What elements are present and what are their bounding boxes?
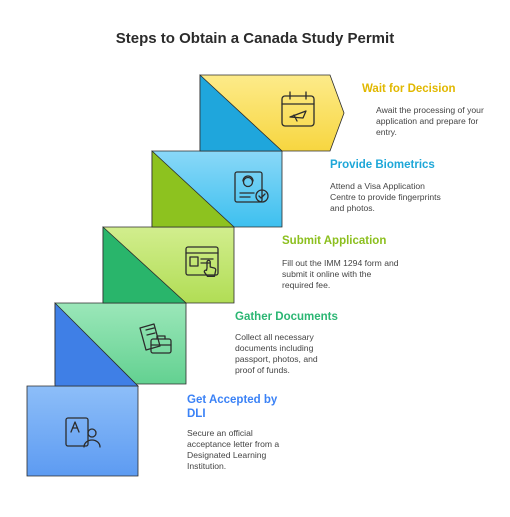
step-block-wait-for-decision xyxy=(199,74,345,152)
step-block-provide-biometrics xyxy=(151,150,283,228)
step-block-submit-application xyxy=(102,226,235,304)
step-title-wait-for-decision: Wait for Decision xyxy=(362,83,456,95)
step-block-gather-documents xyxy=(54,302,187,387)
step-desc-gather-documents: Collect all necessary documents includin… xyxy=(235,332,318,375)
step-desc-submit-application: Fill out the IMM 1294 form and submit it… xyxy=(282,258,399,290)
step-desc-wait-for-decision: Await the processing of your application… xyxy=(376,105,484,137)
acceptance-letter-icon xyxy=(65,417,101,448)
step-desc-provide-biometrics: Attend a Visa Application Centre to prov… xyxy=(330,181,441,213)
documents-briefcase-icon xyxy=(139,323,172,354)
online-form-icon xyxy=(185,246,219,277)
biometric-id-icon xyxy=(234,171,269,203)
diagram-title: Steps to Obtain a Canada Study Permit xyxy=(115,30,395,47)
step-title-submit-application: Submit Application xyxy=(282,235,387,247)
step-title-gather-documents: Gather Documents xyxy=(235,311,338,323)
step-desc-get-accepted: Secure an official acceptance letter fro… xyxy=(187,428,280,471)
step-block-get-accepted xyxy=(26,385,139,477)
step-title-get-accepted: Get Accepted by DLI xyxy=(187,394,278,420)
calendar-check-icon xyxy=(281,91,315,127)
step-title-provide-biometrics: Provide Biometrics xyxy=(330,159,435,171)
